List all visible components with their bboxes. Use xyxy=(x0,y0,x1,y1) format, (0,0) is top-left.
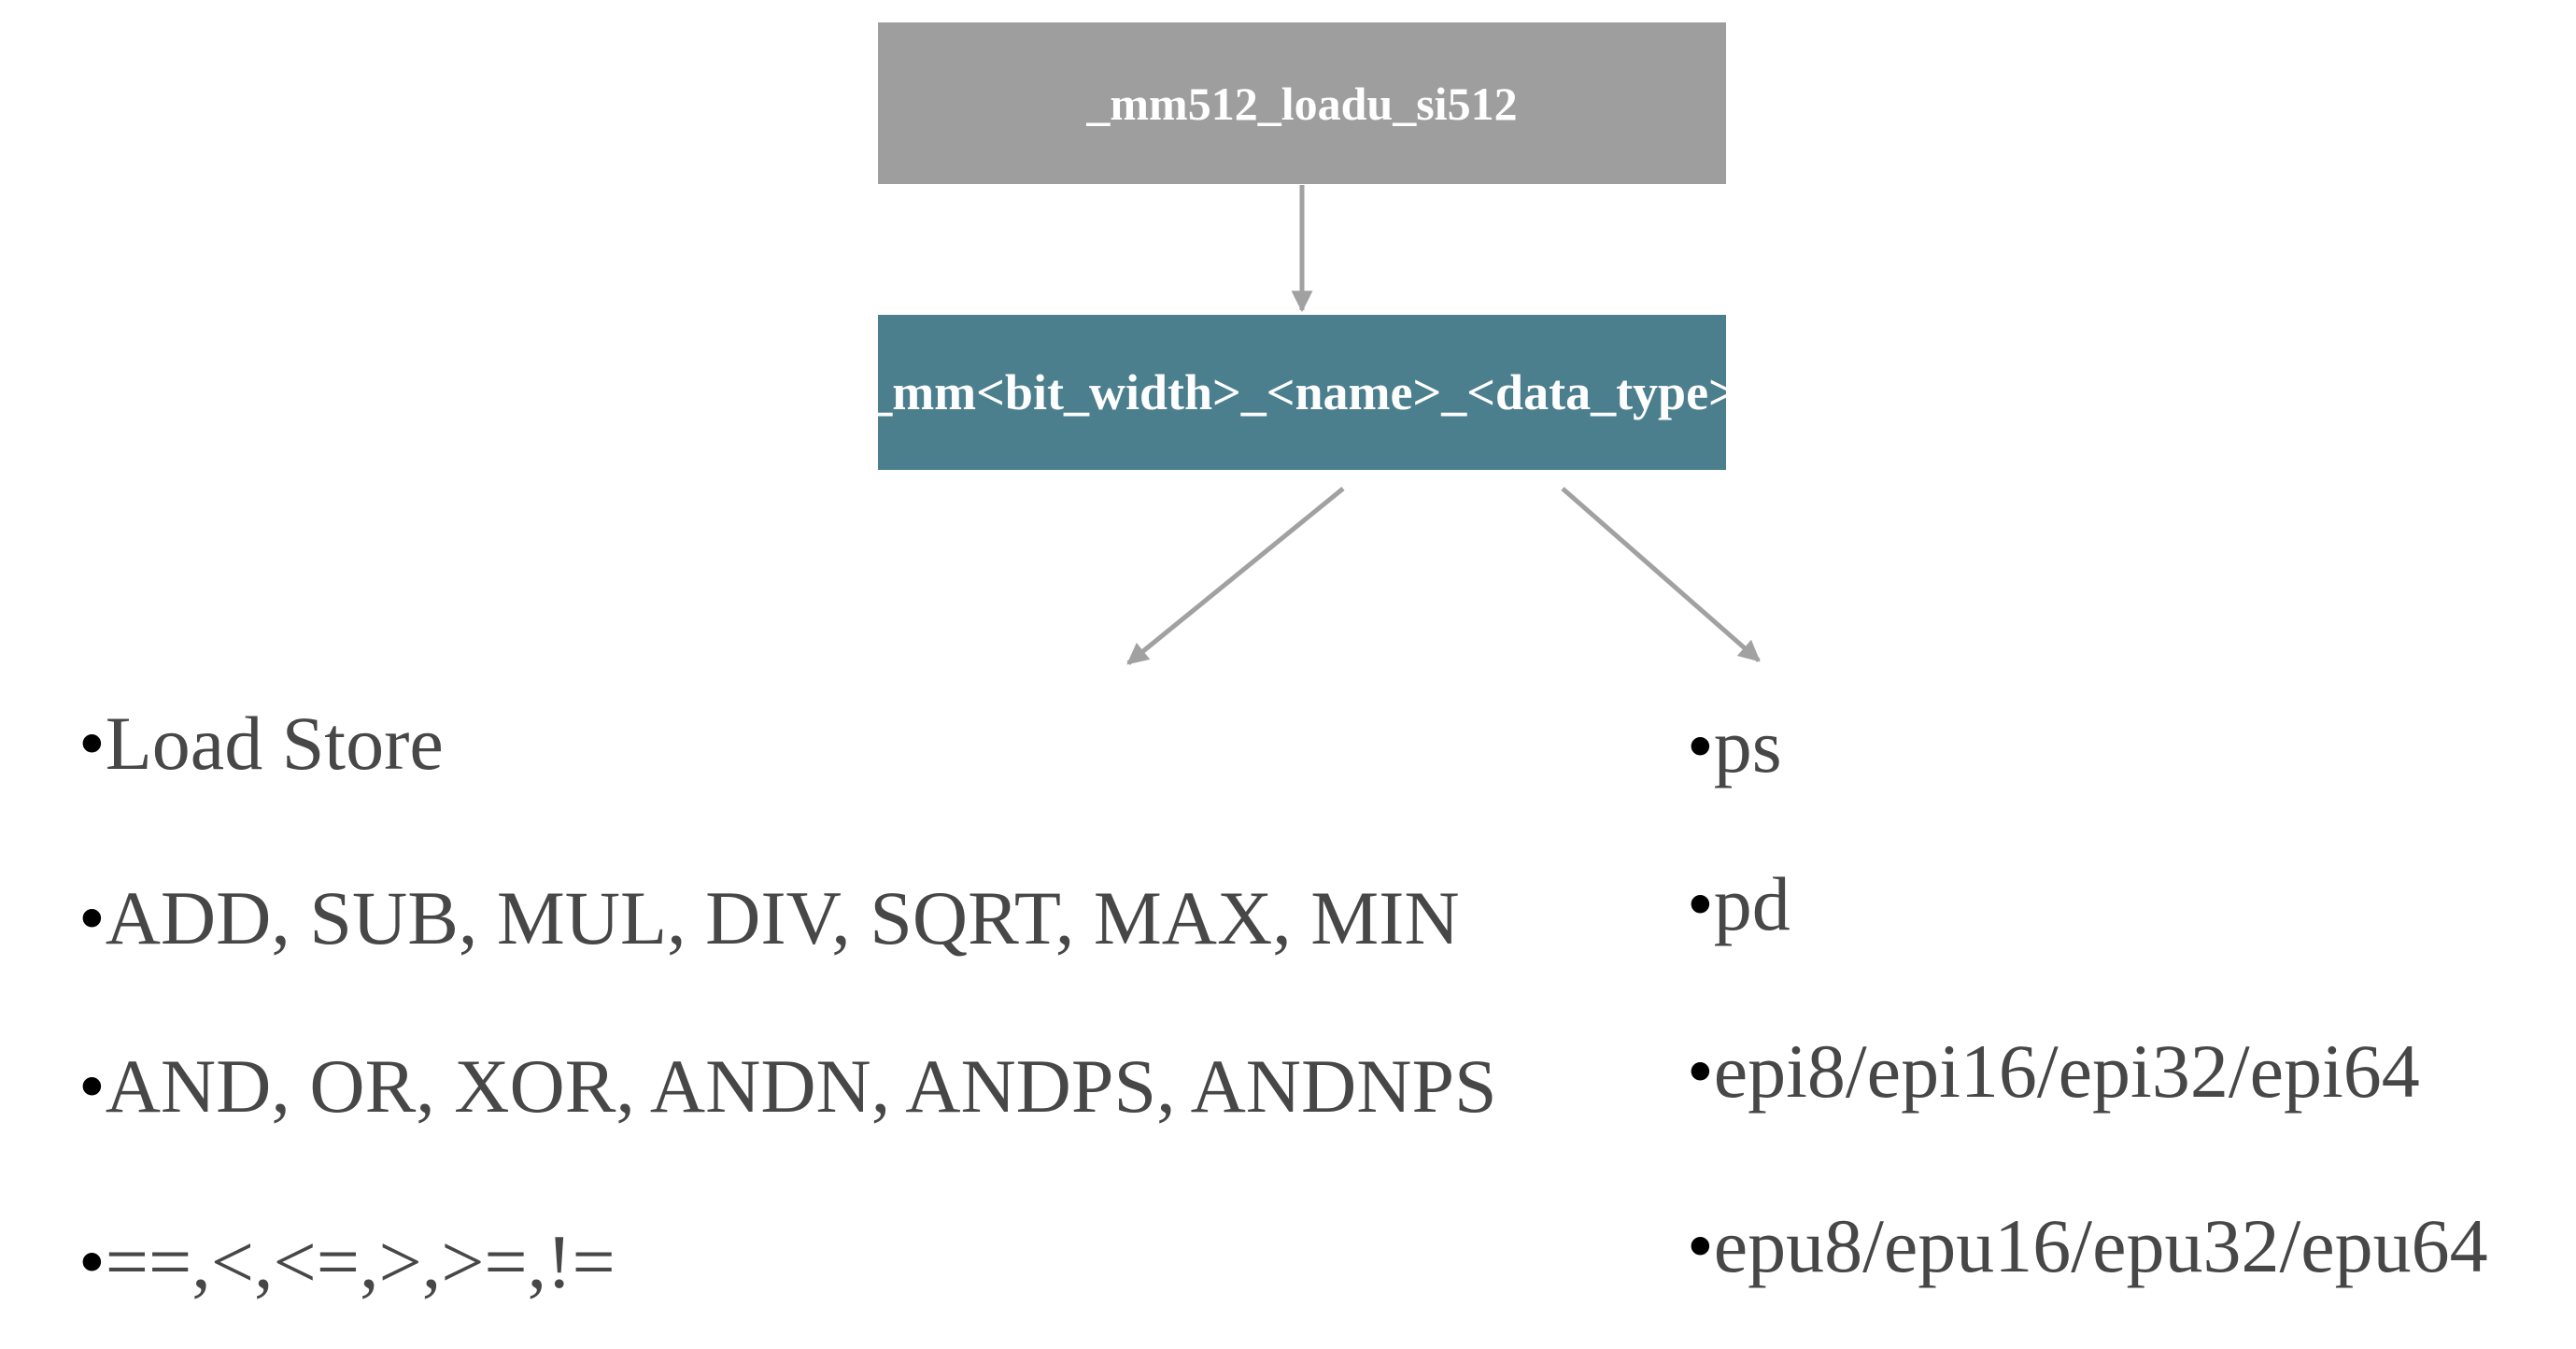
list-item: •Load Store xyxy=(78,705,444,782)
list-item: •epu8/epu16/epu32/epu64 xyxy=(1687,1208,2488,1285)
list-item: •ps xyxy=(1687,708,1782,785)
naming-pattern-box: _mm<bit_width>_<name>_<data_type> xyxy=(867,315,1737,470)
bullet-icon: • xyxy=(1687,703,1714,788)
bullet-icon: • xyxy=(1687,1203,1714,1288)
left-branch-arrow xyxy=(1126,487,1345,665)
root-intrinsic-label: _mm512_loadu_si512 xyxy=(1086,77,1518,130)
bullet-icon: • xyxy=(1687,1029,1714,1114)
bullet-icon: • xyxy=(78,701,106,786)
list-item-text: epi8/epi16/epi32/epi64 xyxy=(1713,1029,2420,1114)
list-item-text: pd xyxy=(1713,861,1790,946)
list-item: •ADD, SUB, MUL, DIV, SQRT, MAX, MIN xyxy=(78,880,1460,957)
list-item-text: epu8/epu16/epu32/epu64 xyxy=(1713,1203,2488,1288)
list-item: •pd xyxy=(1687,866,1790,943)
right-branch-arrow xyxy=(1561,487,1761,662)
list-item: •==,<,<=,>,>=,!= xyxy=(78,1224,616,1300)
list-item: •AND, OR, XOR, ANDN, ANDPS, ANDNPS xyxy=(78,1048,1497,1125)
bullet-icon: • xyxy=(78,1219,106,1304)
list-item-text: ps xyxy=(1713,703,1782,788)
list-item-text: ADD, SUB, MUL, DIV, SQRT, MAX, MIN xyxy=(105,875,1460,960)
root-intrinsic-box: _mm512_loadu_si512 xyxy=(878,22,1726,184)
naming-pattern-label: _mm<bit_width>_<name>_<data_type> xyxy=(867,364,1737,420)
bullet-icon: • xyxy=(78,1044,106,1129)
list-item-text: ==,<,<=,>,>=,!= xyxy=(105,1219,616,1304)
list-item: •epi8/epi16/epi32/epi64 xyxy=(1687,1033,2420,1110)
bullet-icon: • xyxy=(78,875,106,960)
list-item-text: AND, OR, XOR, ANDN, ANDPS, ANDNPS xyxy=(105,1044,1497,1129)
bullet-icon: • xyxy=(1687,861,1714,946)
list-item-text: Load Store xyxy=(105,701,444,786)
